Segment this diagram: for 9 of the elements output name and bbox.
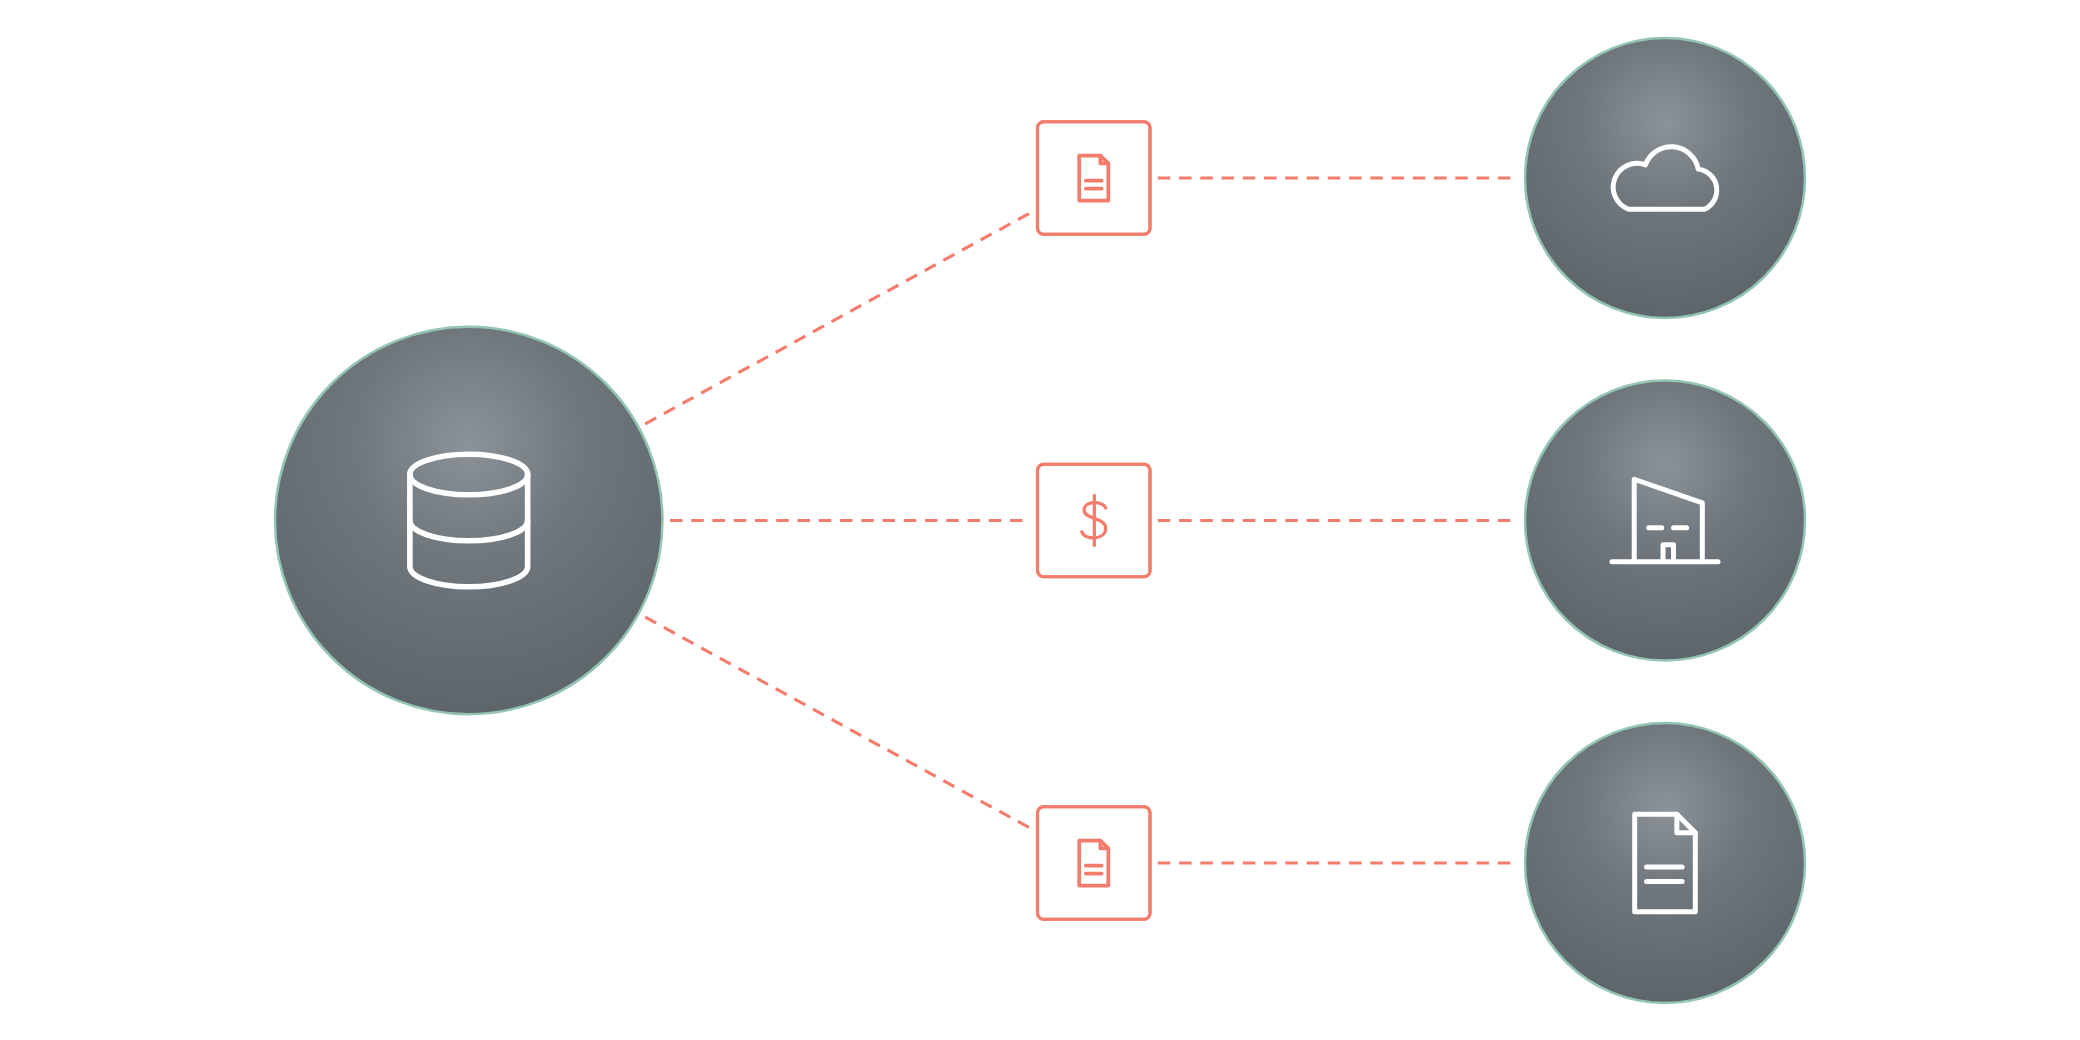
icon-tile bbox=[1035, 119, 1152, 236]
circle-node bbox=[1523, 378, 1807, 662]
circle-node bbox=[1523, 721, 1807, 1004]
dashed-line bbox=[644, 210, 1032, 425]
dashed-line bbox=[644, 615, 1032, 830]
circle-node bbox=[273, 325, 664, 715]
circle-node bbox=[1523, 36, 1807, 319]
icon-tile bbox=[1035, 804, 1152, 921]
icon-tile bbox=[1035, 462, 1152, 578]
